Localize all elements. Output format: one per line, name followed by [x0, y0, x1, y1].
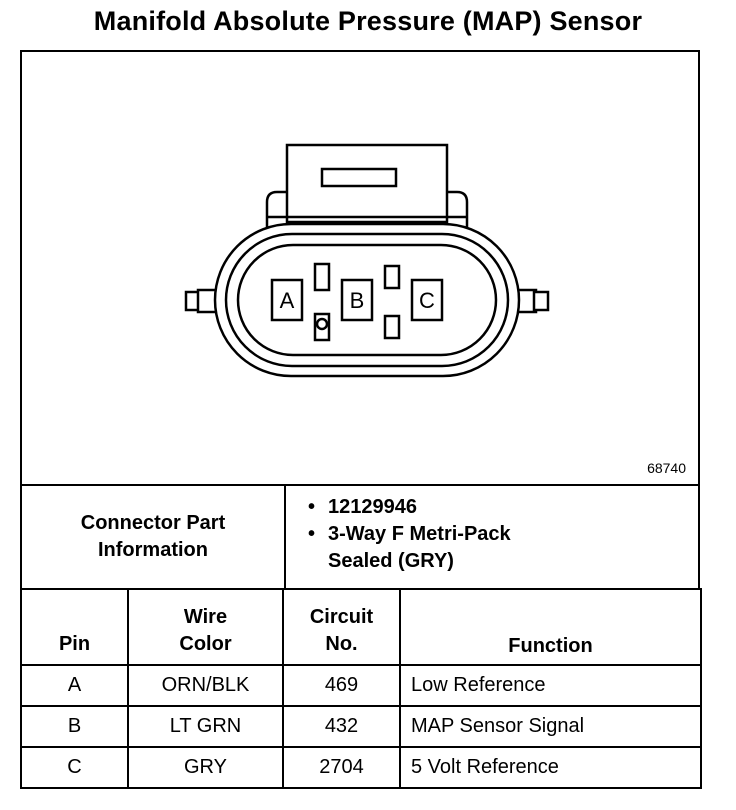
- header-wire-color: Wire Color: [127, 588, 284, 666]
- locking-tab: [285, 143, 449, 224]
- cell-circuit: 432: [282, 705, 401, 748]
- cell-wire-color: ORN/BLK: [127, 664, 284, 707]
- cell-function: MAP Sensor Signal: [399, 705, 702, 748]
- key-slot-top-right: [383, 264, 401, 290]
- cell-circuit: 2704: [282, 746, 401, 789]
- pin-label-b: B: [350, 288, 365, 313]
- cell-pin: B: [20, 705, 129, 748]
- cell-function: 5 Volt Reference: [399, 746, 702, 789]
- connector-info-list: • 12129946 • 3-Way F Metri-Pack Sealed (…: [290, 494, 511, 575]
- header-pin: Pin: [20, 588, 129, 666]
- connector-info-label-line2: Information: [98, 539, 208, 561]
- table-row: A ORN/BLK 469 Low Reference: [20, 664, 702, 707]
- connector-face: [236, 243, 498, 357]
- connector-diagram: A B C 68740: [20, 50, 700, 486]
- table-row: C GRY 2704 5 Volt Reference: [20, 746, 702, 789]
- header-function: Function: [399, 588, 702, 666]
- side-ear-left: [196, 288, 218, 314]
- connector-description-line1: 3-Way F Metri-Pack: [328, 523, 511, 545]
- page-title: Manifold Absolute Pressure (MAP) Sensor: [93, 6, 643, 36]
- cell-function: Low Reference: [399, 664, 702, 707]
- pin-table: Pin Wire Color Circuit No. Function A OR…: [20, 588, 702, 789]
- connector-description-line2: Sealed (GRY): [328, 550, 454, 572]
- cell-wire-color: LT GRN: [127, 705, 284, 748]
- table-header-row: Pin Wire Color Circuit No. Function: [20, 588, 702, 666]
- connector-info-label: Connector Part Information: [22, 486, 286, 588]
- connector-part-info: Connector Part Information • 12129946 • …: [20, 484, 700, 590]
- pin-cavity-b: [340, 278, 374, 322]
- header-wire-color-line2: Color: [179, 633, 232, 655]
- key-slot-bottom-right: [383, 314, 401, 340]
- connector-info-label-line1: Connector Part: [80, 512, 226, 534]
- key-slot-bottom-left: [313, 312, 331, 342]
- table-row: B LT GRN 432 MAP Sensor Signal: [20, 705, 702, 748]
- pin-label-c: C: [419, 288, 435, 313]
- list-item: • 3-Way F Metri-Pack Sealed (GRY): [290, 521, 511, 575]
- cell-pin: C: [20, 746, 129, 789]
- pin-cavity-c: [410, 278, 444, 322]
- header-circuit-no: Circuit No.: [282, 588, 401, 666]
- key-hole: [315, 317, 329, 331]
- list-item: • 12129946: [290, 494, 511, 521]
- cell-circuit: 469: [282, 664, 401, 707]
- bullet-icon: •: [308, 523, 316, 545]
- pin-cavity-a: [270, 278, 304, 322]
- pin-label-a: A: [280, 288, 295, 313]
- key-slot-top-left: [313, 262, 331, 292]
- cell-wire-color: GRY: [127, 746, 284, 789]
- header-circuit-line2: No.: [325, 633, 358, 655]
- connector-housing-outer: [213, 222, 521, 378]
- header-circuit-line1: Circuit: [309, 606, 374, 628]
- latch-shoulder-left: [265, 190, 287, 227]
- header-wire-color-line1: Wire: [183, 606, 228, 628]
- connector-housing-inner: [224, 232, 510, 368]
- bullet-icon: •: [308, 496, 316, 518]
- cell-pin: A: [20, 664, 129, 707]
- side-ear-right-outer: [532, 290, 550, 312]
- locking-tab-slot: [320, 167, 398, 188]
- latch-shoulder-right: [447, 190, 469, 227]
- figure-number: 68740: [647, 460, 686, 476]
- part-number: 12129946: [328, 496, 417, 518]
- connector-drawing: A B C: [184, 143, 550, 378]
